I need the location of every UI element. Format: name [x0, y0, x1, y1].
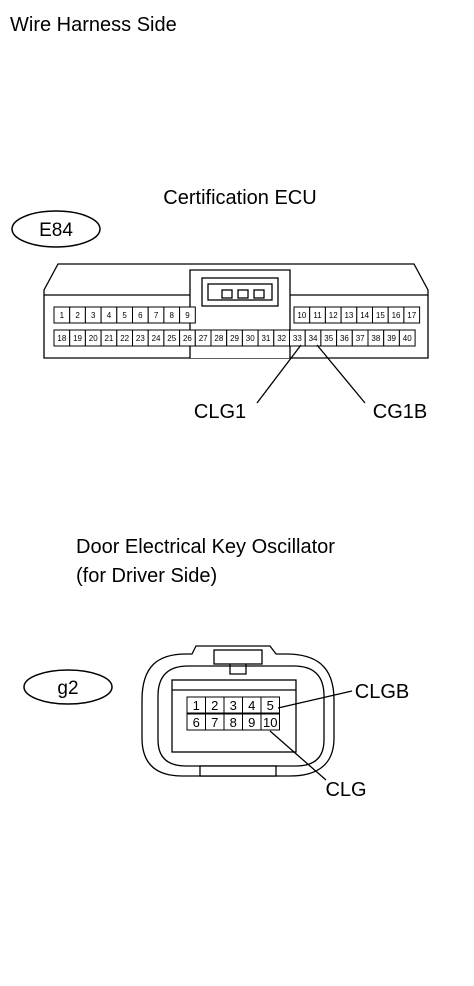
e84-pin-15-label: 15 [376, 311, 385, 320]
connector-2-name-line2: (for Driver Side) [76, 565, 217, 587]
g2-pin-7-label: 7 [211, 715, 218, 730]
e84-pin-33-label: 33 [293, 334, 302, 343]
g2-pin-3-label: 3 [230, 698, 237, 713]
terminal-label-clg: CLG [325, 779, 366, 801]
e84-pin-37-label: 37 [356, 334, 365, 343]
e84-pin-30-label: 30 [246, 334, 255, 343]
e84-pin-40-cell [398, 329, 416, 347]
e84-pin-40-label: 40 [403, 334, 412, 343]
e84-pin-29-label: 29 [230, 334, 239, 343]
e84-pin-17-cell [403, 306, 421, 324]
g2-pin-10-cell [260, 713, 280, 731]
e84-pin-12-label: 12 [329, 311, 338, 320]
e84-pin-16-label: 16 [392, 311, 401, 320]
e84-pin-9-label: 9 [185, 311, 190, 320]
connector-2-code: g2 [57, 678, 78, 699]
e84-pin-36-label: 36 [340, 334, 349, 343]
terminal-label-cg1b: CG1B [373, 401, 427, 423]
e84-pin-27-label: 27 [199, 334, 208, 343]
connector-1-name: Certification ECU [163, 187, 316, 209]
connector-1-code-badge [11, 210, 101, 248]
terminal-label-clgb: CLGB [355, 681, 409, 703]
e84-pin-26-label: 26 [183, 334, 192, 343]
e84-pin-20-label: 20 [89, 334, 98, 343]
terminal-label-clg1: CLG1 [194, 401, 246, 423]
e84-pin-5-label: 5 [122, 311, 127, 320]
g2-pin-2-label: 2 [211, 698, 218, 713]
e84-pin-32-label: 32 [277, 334, 286, 343]
e84-pin-18-label: 18 [57, 334, 66, 343]
connector-2-name-line1: Door Electrical Key Oscillator [76, 536, 335, 558]
page-title: Wire Harness Side [10, 14, 177, 36]
g2-pin-4-label: 4 [248, 698, 255, 713]
e84-pin-39-label: 39 [387, 334, 396, 343]
e84-pin-2-label: 2 [75, 311, 80, 320]
g2-pin-8-label: 8 [230, 715, 237, 730]
e84-pin-13-label: 13 [344, 311, 353, 320]
g2-pin-5-cell [260, 696, 280, 714]
g2-pin-1-label: 1 [193, 698, 200, 713]
e84-pin-23-label: 23 [136, 334, 145, 343]
e84-pin-6-label: 6 [138, 311, 143, 320]
e84-pin-22-label: 22 [120, 334, 129, 343]
e84-pin-35-label: 35 [324, 334, 333, 343]
e84-pin-3-label: 3 [91, 311, 96, 320]
clgb-leader-line [277, 690, 353, 709]
e84-pin-17-label: 17 [407, 311, 416, 320]
g2-pin-10-label: 10 [263, 715, 277, 730]
e84-pin-24-label: 24 [152, 334, 161, 343]
clg-leader-line [269, 730, 327, 781]
e84-pin-1-label: 1 [60, 311, 65, 320]
g2-pin-6-label: 6 [193, 715, 200, 730]
g2-pin-9-label: 9 [248, 715, 255, 730]
clg1-leader-line [256, 344, 302, 404]
e84-pin-19-label: 19 [73, 334, 82, 343]
e84-pin-10-label: 10 [297, 311, 306, 320]
e84-pin-31-label: 31 [261, 334, 270, 343]
e84-pin-25-label: 25 [167, 334, 176, 343]
connector-2-code-badge [23, 669, 113, 705]
e84-pin-8-label: 8 [170, 311, 175, 320]
e84-pin-38-label: 38 [371, 334, 380, 343]
cg1b-leader-line [316, 344, 366, 404]
e84-pin-4-label: 4 [107, 311, 112, 320]
g2-pin-5-label: 5 [267, 698, 274, 713]
e84-pin-21-label: 21 [104, 334, 113, 343]
e84-pin-34-label: 34 [309, 334, 318, 343]
e84-pin-28-label: 28 [214, 334, 223, 343]
e84-pin-11-label: 11 [313, 311, 322, 320]
e84-pin-14-label: 14 [360, 311, 369, 320]
connector-1-code: E84 [39, 220, 73, 241]
e84-pin-9-cell [179, 306, 196, 324]
e84-pin-7-label: 7 [154, 311, 159, 320]
